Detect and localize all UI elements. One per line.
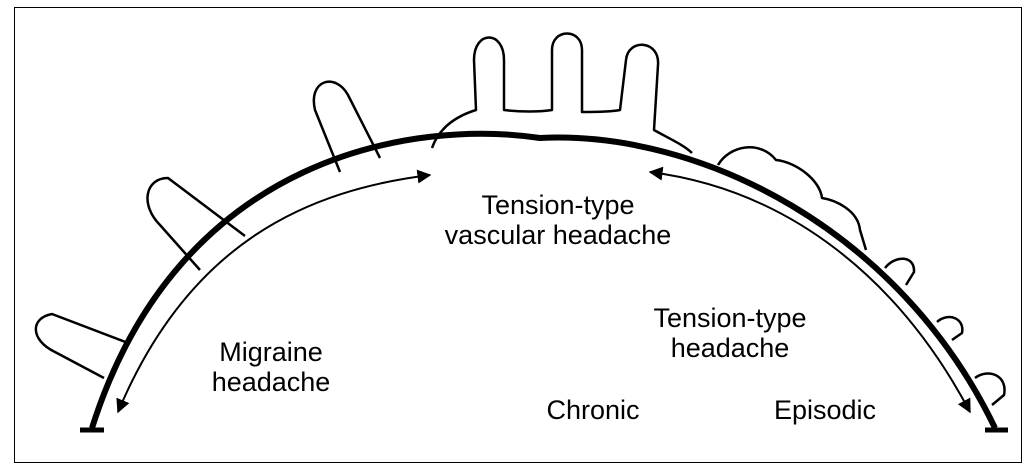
migraine-label-line-1: Migraine xyxy=(186,337,356,367)
migraine-attack-lobe-2 xyxy=(148,178,245,270)
tension-type-line-1: Tension-type xyxy=(620,303,840,333)
migraine-headache-label: Migraine headache xyxy=(186,337,356,397)
tension-vascular-line-2: vascular headache xyxy=(388,220,728,250)
migraine-label-line-2: headache xyxy=(186,367,356,397)
episodic-label: Episodic xyxy=(750,395,900,425)
tension-type-line-2: headache xyxy=(620,333,840,363)
tension-type-label: Tension-type headache xyxy=(620,303,840,363)
chronic-label: Chronic xyxy=(518,395,668,425)
tension-vascular-line-1: Tension-type xyxy=(388,190,728,220)
tension-vascular-label: Tension-type vascular headache xyxy=(388,190,728,250)
tension-type-wave-1 xyxy=(718,147,866,250)
migraine-attack-lobe-3 xyxy=(314,82,380,172)
